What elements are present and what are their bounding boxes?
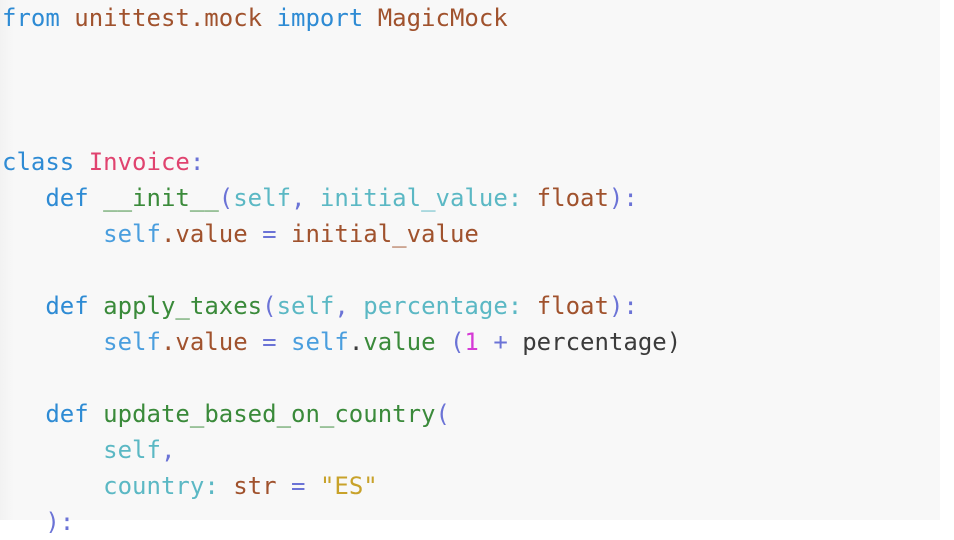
code-token-plain	[2, 328, 103, 356]
code-token-punctuation: ):	[608, 292, 638, 320]
code-token-plain	[2, 400, 45, 428]
code-token-punctuation: (	[449, 328, 465, 356]
code-token-punctuation: =	[291, 472, 306, 500]
code-token-plain	[2, 472, 103, 500]
code-token-punctuation: (	[435, 400, 450, 428]
code-token-parameter: :	[507, 184, 523, 212]
code-token-function_name: __init__	[103, 184, 219, 212]
code-token-self_keyword: self	[291, 328, 349, 356]
code-token-parameter: self	[103, 436, 161, 464]
code-token-punctuation: ,	[160, 436, 176, 464]
code-token-plain	[436, 328, 450, 356]
code-line: self.value = initial_value	[0, 216, 940, 252]
code-token-plain	[349, 292, 363, 320]
code-token-number: 1	[464, 328, 479, 356]
code-token-plain	[248, 328, 262, 356]
code-token-plain	[60, 4, 74, 32]
code-token-string: "ES"	[319, 472, 378, 500]
code-token-punctuation: ,	[291, 184, 306, 212]
code-line: def apply_taxes(self, percentage: float)…	[0, 288, 940, 324]
code-token-self_keyword: self	[103, 328, 161, 356]
code-token-plain_text: .	[348, 328, 364, 356]
code-token-attribute: .value	[160, 220, 248, 248]
code-token-module: unittest.mock	[74, 4, 263, 32]
code-token-plain_text: percentage)	[522, 328, 682, 356]
code-token-plain	[248, 220, 262, 248]
code-token-punctuation: ):	[608, 184, 638, 212]
code-token-plain	[219, 472, 233, 500]
code-token-variable: initial_value	[291, 220, 479, 248]
code-line	[0, 108, 940, 144]
code-token-keyword: from	[2, 4, 60, 32]
code-token-plain	[277, 328, 291, 356]
code-token-parameter: self	[233, 184, 292, 212]
code-token-type_annotation: float	[536, 292, 609, 320]
code-line: def update_based_on_country(	[0, 396, 940, 432]
code-token-type_annotation: str	[233, 472, 277, 500]
code-token-plain	[479, 328, 493, 356]
code-line	[0, 72, 940, 108]
code-token-type_annotation: float	[536, 184, 609, 212]
code-token-punctuation: :	[189, 148, 205, 176]
code-token-function_name: update_based_on_country	[103, 400, 436, 428]
code-token-plain	[2, 508, 45, 536]
code-token-parameter: initial_value	[319, 184, 508, 212]
code-token-plain	[522, 184, 536, 212]
code-token-plain	[74, 148, 88, 176]
code-token-parameter: :	[204, 472, 219, 500]
code-token-plain	[89, 292, 103, 320]
code-token-self_keyword: self	[103, 220, 161, 248]
code-editor-surface: from unittest.mock import MagicMock clas…	[0, 0, 682, 536]
code-token-punctuation: =	[262, 328, 277, 356]
code-token-plain	[522, 292, 536, 320]
code-token-punctuation: ):	[45, 508, 75, 536]
code-line: self.value = self.value (1 + percentage)	[0, 324, 940, 360]
code-token-plain	[305, 472, 319, 500]
code-line	[0, 36, 940, 72]
code-token-keyword: class	[2, 148, 75, 176]
code-token-class_definition: Invoice	[88, 148, 190, 176]
code-token-plain	[277, 220, 291, 248]
code-token-keyword: def	[45, 400, 89, 428]
code-token-plain	[305, 184, 319, 212]
code-token-punctuation: ,	[334, 292, 349, 320]
code-token-plain	[89, 184, 103, 212]
code-token-parameter: :	[507, 292, 523, 320]
code-line: def __init__(self, initial_value: float)…	[0, 180, 940, 216]
code-token-attribute: .value	[160, 328, 248, 356]
code-line: class Invoice:	[0, 144, 940, 180]
code-token-function_name: value	[363, 328, 436, 356]
code-token-punctuation: +	[493, 328, 508, 356]
code-token-parameter: country	[103, 472, 205, 500]
code-token-plain	[508, 328, 522, 356]
code-token-plain	[2, 184, 45, 212]
code-token-class_reference: MagicMock	[377, 4, 508, 32]
code-token-keyword: def	[45, 184, 89, 212]
code-token-punctuation: (	[262, 292, 277, 320]
code-token-plain	[89, 400, 103, 428]
code-token-parameter: percentage	[363, 292, 508, 320]
code-line: ):	[0, 504, 940, 540]
code-line	[0, 252, 940, 288]
code-line: country: str = "ES"	[0, 468, 940, 504]
code-token-plain	[2, 436, 103, 464]
code-token-plain	[262, 4, 276, 32]
code-line: from unittest.mock import MagicMock	[0, 0, 940, 36]
code-token-plain	[2, 220, 103, 248]
code-token-keyword: import	[276, 4, 364, 32]
code-line	[0, 360, 940, 396]
code-token-plain	[277, 472, 291, 500]
code-token-plain	[2, 292, 45, 320]
code-token-punctuation: =	[262, 220, 277, 248]
code-token-keyword: def	[45, 292, 89, 320]
code-token-plain	[363, 4, 377, 32]
code-line: self,	[0, 432, 940, 468]
code-token-punctuation: (	[218, 184, 234, 212]
code-token-parameter: self	[276, 292, 335, 320]
code-token-function_name: apply_taxes	[103, 292, 263, 320]
